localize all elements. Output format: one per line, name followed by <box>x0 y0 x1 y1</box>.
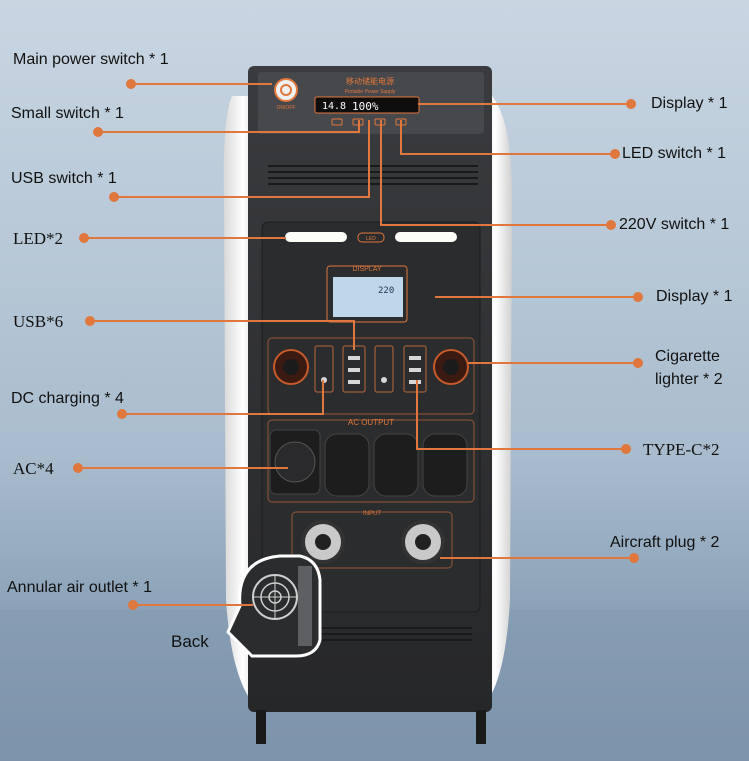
leader-dot-display-mid <box>633 292 643 302</box>
leader-dot-220v-switch <box>606 220 616 230</box>
leader-dot-aircraft <box>629 553 639 563</box>
label-main-power-switch: Main power switch * 1 <box>13 51 169 68</box>
leader-dot-ac <box>73 463 83 473</box>
label-220v-switch: 220V switch * 1 <box>619 216 730 233</box>
leader-dot-usb-switch <box>109 192 119 202</box>
lcd-screen <box>333 277 403 317</box>
led-badge: LED <box>366 236 376 242</box>
label-display-mid: Display * 1 <box>656 288 733 305</box>
label-display-top: Display * 1 <box>651 95 728 112</box>
ac-frame <box>267 419 475 503</box>
leader-dot-led-switch <box>610 149 620 159</box>
label-usb: USB*6 <box>13 312 64 331</box>
leader-main-power <box>130 83 272 85</box>
power-button-label: ON/OFF <box>277 105 296 111</box>
label-dc-charging: DC charging * 4 <box>11 390 124 407</box>
leader-display-top <box>418 103 630 105</box>
bottom-vents <box>300 627 472 641</box>
display-frame <box>326 265 408 323</box>
leader-small-switch <box>98 131 360 133</box>
leader-led-switch <box>402 153 614 155</box>
leader-dot-usb <box>85 316 95 326</box>
leader-dot-type-c <box>621 444 631 454</box>
leader-display-mid <box>435 296 638 298</box>
label-led: LED*2 <box>13 229 64 248</box>
lcd-value: 220 <box>378 286 394 296</box>
top-display <box>314 96 420 114</box>
label-annular-air-outlet: Annular air outlet * 1 <box>7 579 152 596</box>
leader-usb <box>90 320 355 322</box>
label-led-switch: LED switch * 1 <box>622 145 727 162</box>
leader-aircraft <box>440 557 634 559</box>
label-aircraft-plug: Aircraft plug * 2 <box>610 534 720 551</box>
leader-type-c <box>418 448 626 450</box>
ports-frame <box>267 337 475 415</box>
led-right <box>395 232 457 242</box>
leader-dot-led <box>79 233 89 243</box>
top-vents <box>268 165 478 185</box>
label-ac: AC*4 <box>13 459 54 478</box>
leader-usb-switch <box>114 196 370 198</box>
brand-line-2: Portable Power Supply <box>345 89 396 95</box>
ac-output-badge: AC OUTPUT <box>348 418 394 427</box>
label-cigarette-line2: lighter * 2 <box>655 371 723 388</box>
display-badge: DISPLAY <box>352 266 381 273</box>
led-left <box>285 232 347 242</box>
leader-dot-display-top <box>626 99 636 109</box>
label-small-switch: Small switch * 1 <box>11 105 124 122</box>
input-badge: INPUT <box>363 511 381 517</box>
display-percent: 100% <box>352 100 379 113</box>
label-type-c: TYPE-C*2 <box>643 440 720 459</box>
leader-dot-small-switch <box>93 127 103 137</box>
leader-ac <box>78 467 288 469</box>
input-frame <box>291 511 453 569</box>
label-usb-switch: USB switch * 1 <box>11 170 117 187</box>
leader-dot-dc <box>117 409 127 419</box>
front-panel <box>261 221 481 613</box>
leader-air-outlet <box>133 604 253 606</box>
label-cigarette-line1: Cigarette <box>655 348 720 365</box>
leader-dc <box>122 413 324 415</box>
back-inset <box>226 554 322 658</box>
label-back: Back <box>171 632 209 651</box>
leader-led <box>84 237 286 239</box>
brand-line-1: 移动储能电源 <box>346 76 394 86</box>
leader-220v-switch <box>381 224 611 226</box>
display-readout: 14.8 <box>322 101 346 112</box>
leader-cigarette <box>468 362 638 364</box>
leader-dot-air-outlet <box>128 600 138 610</box>
main-power-button <box>274 78 298 102</box>
leader-dot-cigarette <box>633 358 643 368</box>
leader-dot-main-power <box>126 79 136 89</box>
